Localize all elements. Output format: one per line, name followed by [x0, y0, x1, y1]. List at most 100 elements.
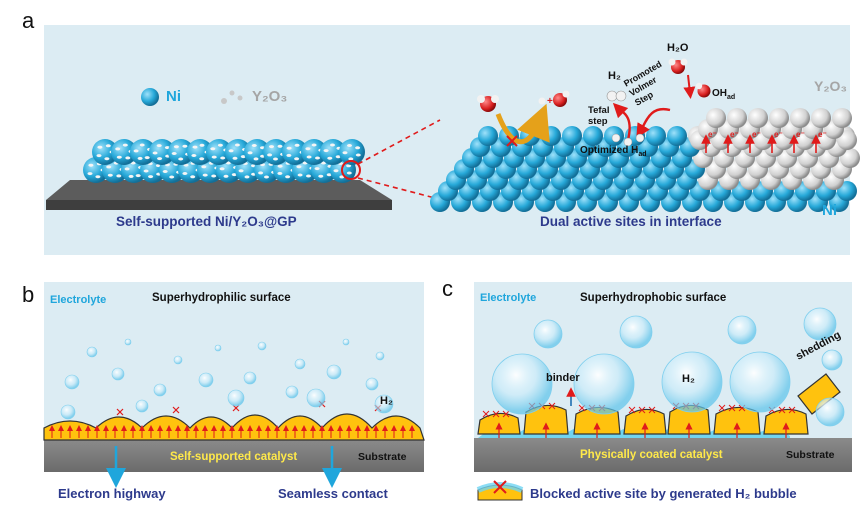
h2-bubble [729, 351, 791, 413]
h2-bubble [727, 315, 757, 345]
h2-bubble [374, 394, 394, 414]
h-plus-oh-product: + [538, 90, 570, 107]
label-oh-ad: OHad [712, 88, 735, 101]
y2o3-atom [832, 108, 852, 128]
ni-atom [646, 126, 666, 146]
ni-y2o3-particle [263, 139, 289, 165]
blocked-site-mark [502, 410, 510, 418]
coated-particle [623, 408, 667, 435]
h2-label-c: H₂ [682, 373, 695, 385]
volmer-arrow [636, 107, 671, 139]
blocked-site-mark [728, 404, 736, 412]
y2o3-atom [769, 108, 789, 128]
substrate-label-b: Substrate [358, 451, 407, 463]
ni-atom [541, 126, 561, 146]
self-supported-catalyst [43, 400, 425, 441]
panel-label-b: b [22, 282, 35, 307]
h2-bubble [619, 315, 653, 349]
label-h2o: H₂O [667, 42, 689, 54]
label-h2-a: H₂ [608, 70, 621, 82]
ni-atom [478, 126, 498, 146]
h2-bubble [173, 355, 183, 365]
ni-atom [562, 126, 582, 146]
blocked-site-legend-label: Blocked active site by generated H₂ bubb… [530, 486, 797, 501]
blocked-site-mark [492, 410, 500, 418]
ni-atom [667, 126, 687, 146]
h2-bubble [60, 404, 76, 420]
active-site-mark [116, 408, 124, 416]
h2-bubble [64, 374, 80, 390]
legend-ni-label: Ni [166, 88, 181, 105]
electron-label: e⁻ [730, 130, 739, 139]
caption-self-supported: Self-supported Ni/Y₂O₃@GP [116, 214, 297, 229]
seamless-contact-label: Seamless contact [278, 486, 388, 501]
blocked-site-legend-icon [476, 480, 524, 501]
y2o3-atom [811, 108, 831, 128]
active-site-mark [172, 406, 180, 414]
ni-y2o3-particle [149, 139, 175, 165]
zoom-line-top [357, 119, 441, 165]
electron-label: e⁻ [818, 130, 827, 139]
superhydrophilic-label: Superhydrophilic surface [152, 292, 291, 304]
h2-molecule [606, 90, 627, 102]
legend-ni-atom [141, 88, 159, 106]
superhydrophobic-label: Superhydrophobic surface [580, 292, 727, 304]
ni-y2o3-lattice [430, 108, 860, 212]
electron-label: e⁻ [774, 130, 783, 139]
ni-y2o3-particle [111, 139, 137, 165]
dissociation-arrow [495, 103, 550, 145]
h2-bubble [227, 389, 245, 407]
ni-atom [583, 126, 603, 146]
panel-label-c: c [442, 276, 453, 301]
binder-label: binder [546, 372, 580, 384]
blocked-site-mark [778, 406, 786, 414]
h2-label-b: H₂ [380, 395, 393, 407]
h2-bubble [294, 358, 306, 370]
h2-bubble [135, 399, 149, 413]
electron-label: e⁻ [752, 130, 761, 139]
label-tefal-step: Tefal step [588, 105, 610, 127]
h2-bubble [153, 383, 167, 397]
h2-bubble [326, 364, 342, 380]
h2-bubble [124, 338, 132, 346]
coated-particle [763, 408, 809, 435]
label-ni-lattice: Ni [822, 202, 837, 219]
ni-y2o3-particle [130, 139, 156, 165]
label-optimized-had: Optimized Had [580, 145, 647, 158]
y2o3-atom [748, 108, 768, 128]
electron-label: e⁻ [796, 130, 805, 139]
h2-bubble [198, 372, 214, 388]
blocked-site-mark [548, 402, 556, 410]
oh-sub: ad [727, 94, 736, 101]
tefal-arrow [612, 102, 631, 141]
h2-bubble [661, 351, 723, 413]
h2-bubble [821, 349, 843, 371]
electron-highway-label: Electron highway [58, 486, 166, 501]
optimized-h-sub: ad [638, 151, 647, 158]
legend-y2o3-label: Y₂O₃ [252, 88, 288, 105]
zoom-circle [341, 160, 361, 180]
h2-bubble [285, 385, 299, 399]
h2-bubble [803, 307, 837, 341]
ni-y2o3-particle [206, 139, 232, 165]
electrolyte-label-c: Electrolyte [480, 292, 537, 304]
ni-y2o3-particle [187, 139, 213, 165]
caption-dual-active-sites: Dual active sites in interface [540, 214, 722, 229]
ni-y2o3-particle [282, 139, 308, 165]
physically-coated-catalyst [477, 373, 841, 438]
h2-bubble [375, 351, 385, 361]
h2-bubble [533, 319, 563, 349]
legend-y2o3-atoms [221, 90, 243, 104]
electrolyte-label-b: Electrolyte [50, 294, 107, 306]
oh-adsorbed [695, 82, 711, 98]
ni-y2o3-particle [339, 139, 365, 165]
panel-b-bubbles [60, 338, 394, 420]
h2-bubble [257, 341, 267, 351]
shedding-particle [797, 373, 841, 415]
h2-bubble [214, 344, 222, 352]
electron-transfer-arrows: e⁻e⁻e⁻e⁻e⁻e⁻ [701, 130, 827, 153]
h2-bubble [342, 338, 350, 346]
substrate-label-c: Substrate [786, 449, 835, 461]
adsorbed-h-atoms [611, 133, 645, 147]
physically-coated-label: Physically coated catalyst [580, 449, 723, 461]
